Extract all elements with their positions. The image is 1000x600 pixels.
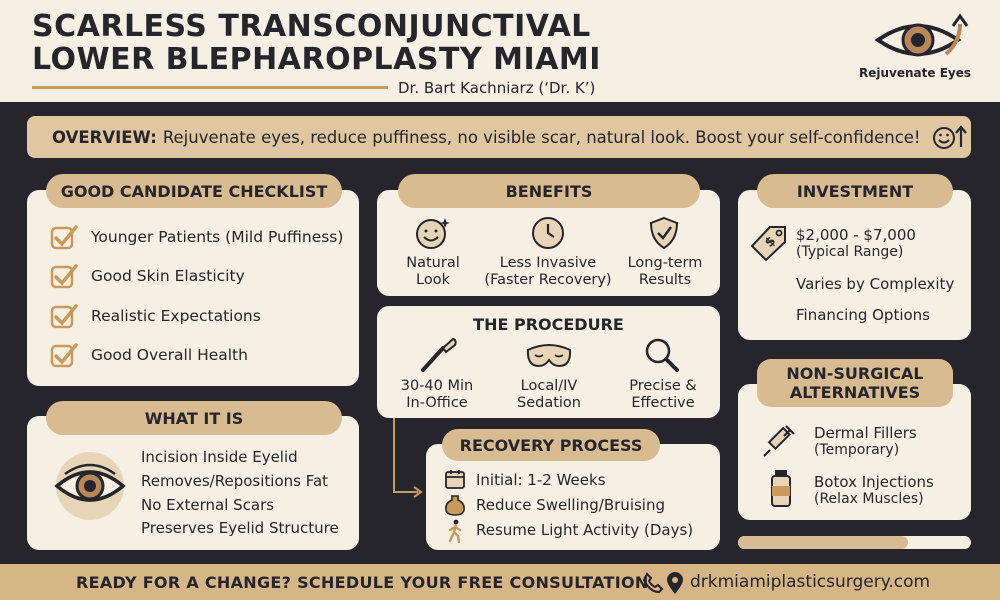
title-line-2: LOWER BLEPHAROPLASTY MIAMI <box>32 42 601 77</box>
calendar-icon <box>445 470 465 489</box>
recovery-title: RECOVERY PROCESS <box>442 429 660 461</box>
benefits-title: BENEFITS <box>398 174 700 208</box>
syringe-icon <box>763 425 795 457</box>
investment-title: INVESTMENT <box>757 174 953 208</box>
walking-icon <box>448 519 462 543</box>
alternative-line-1: Dermal Fillers <box>814 424 917 442</box>
recovery-item: Reduce Swelling/Bruising <box>476 496 665 514</box>
benefit-item: Long-term Results <box>617 255 713 289</box>
what-it-is-item: Incision Inside Eyelid <box>141 448 298 466</box>
checkmark-icon <box>50 225 78 250</box>
alternatives-title: NON-SURGICAL ALTERNATIVES <box>757 359 953 407</box>
website-link[interactable]: drkmiamiplasticsurgery.com <box>690 572 931 592</box>
checklist-item: Good Overall Health <box>49 341 248 369</box>
location-pin-icon <box>667 572 683 594</box>
decorative-bar <box>738 536 971 549</box>
magnifier-icon <box>645 338 679 372</box>
benefit-line-1: Less Invasive <box>499 255 597 271</box>
smile-arrow-icon <box>932 125 967 149</box>
checklist-item: Realistic Expectations <box>49 302 261 330</box>
procedure-line-1: 30-40 Min <box>400 378 474 394</box>
benefit-item: Less Invasive (Faster Recovery) <box>481 255 615 289</box>
procedure-card: THE PROCEDURE 30-40 Min In-Office Local/… <box>377 306 720 418</box>
procedure-item: 30-40 Min In-Office <box>387 378 487 412</box>
procedure-item: Precise & Effective <box>613 378 713 412</box>
overview-label: OVERVIEW: <box>52 127 157 147</box>
what-it-is-item: No External Scars <box>141 496 275 514</box>
checklist-label: Good Overall Health <box>91 346 248 364</box>
eye-logo-icon <box>874 13 969 57</box>
logo-label: Rejuvenate Eyes <box>859 66 971 80</box>
checkmark-icon <box>50 264 78 289</box>
checklist-label: Good Skin Elasticity <box>91 267 245 285</box>
scalpel-icon <box>421 337 457 372</box>
consultation-cta[interactable]: READY FOR A CHANGE? SCHEDULE YOUR FREE C… <box>76 573 649 592</box>
eye-icon <box>54 452 126 520</box>
what-it-is-item: Removes/Repositions Fat <box>141 472 329 490</box>
what-it-is-title: WHAT IT IS <box>46 401 342 435</box>
procedure-line-2: Sedation <box>517 395 581 411</box>
alternative-line-1: Botox Injections <box>814 473 934 491</box>
checklist-item: Good Skin Elasticity <box>49 262 245 290</box>
alternatives-title-line-2: ALTERNATIVES <box>789 383 921 402</box>
footer: READY FOR A CHANGE? SCHEDULE YOUR FREE C… <box>0 564 1000 600</box>
author: Dr. Bart Kachniarz (‘Dr. K’) <box>398 79 596 97</box>
checkmark-icon <box>50 304 78 329</box>
header: SCARLESS TRANSCONJUNCTIVAL LOWER BLEPHAR… <box>0 0 1000 102</box>
alternative-line-2: (Relax Muscles) <box>814 491 924 507</box>
checklist-label: Realistic Expectations <box>91 307 261 325</box>
shield-icon <box>649 216 679 250</box>
investment-line-complexity: Varies by Complexity <box>796 275 955 293</box>
benefit-line-1: Natural <box>406 255 460 271</box>
benefit-line-1: Long-term <box>627 255 703 271</box>
benefit-item: Natural Look <box>387 255 479 289</box>
title-line-1: SCARLESS TRANSCONJUNCTIVAL <box>32 9 591 44</box>
price-note: (Typical Range) <box>796 244 904 260</box>
benefit-line-2: (Faster Recovery) <box>484 272 612 288</box>
investment-line-financing: Financing Options <box>796 306 930 324</box>
checklist-label: Younger Patients (Mild Puffiness) <box>91 228 344 246</box>
procedure-item: Local/IV Sedation <box>499 378 599 412</box>
alternatives-title-line-1: NON-SURGICAL <box>786 364 924 383</box>
candidate-card: Younger Patients (Mild Puffiness) Good S… <box>27 190 359 386</box>
procedure-line-2: In-Office <box>406 395 468 411</box>
recovery-item: Initial: 1-2 Weeks <box>476 471 606 489</box>
procedure-title: THE PROCEDURE <box>473 315 624 334</box>
price-range: $2,000 - $7,000 <box>796 226 916 244</box>
page-title: SCARLESS TRANSCONJUNCTIVAL LOWER BLEPHAR… <box>32 10 601 76</box>
smile-icon <box>416 218 450 249</box>
benefit-line-2: Look <box>416 272 450 288</box>
alternative-line-2: (Temporary) <box>814 442 900 458</box>
price-tag-icon: $ <box>750 226 786 262</box>
decorative-bar-fill <box>738 536 908 549</box>
sleep-mask-icon <box>526 344 572 368</box>
recovery-item: Resume Light Activity (Days) <box>476 521 694 539</box>
procedure-line-1: Precise & <box>629 378 697 394</box>
ice-pack-icon <box>445 495 465 516</box>
what-it-is-card: Incision Inside Eyelid Removes/Repositio… <box>27 416 359 550</box>
overview-banner: OVERVIEW: Rejuvenate eyes, reduce puffin… <box>27 116 971 158</box>
title-underline <box>32 86 388 89</box>
checklist-item: Younger Patients (Mild Puffiness) <box>49 223 343 251</box>
clock-icon <box>532 217 564 249</box>
overview-text: Rejuvenate eyes, reduce puffiness, no vi… <box>162 127 921 147</box>
checkmark-icon <box>50 343 78 368</box>
investment-card: $ $2,000 - $7,000 (Typical Range) Varies… <box>738 190 971 340</box>
vial-icon <box>771 470 791 507</box>
recovery-card: Initial: 1-2 Weeks Reduce Swelling/Bruis… <box>426 444 720 550</box>
phone-icon <box>642 572 664 594</box>
candidate-title: GOOD CANDIDATE CHECKLIST <box>46 174 342 208</box>
procedure-line-1: Local/IV <box>520 378 578 394</box>
procedure-line-2: Effective <box>631 395 695 411</box>
what-it-is-item: Preserves Eyelid Structure <box>141 519 339 537</box>
connector-arrow <box>393 418 423 498</box>
benefit-line-2: Results <box>638 272 692 288</box>
